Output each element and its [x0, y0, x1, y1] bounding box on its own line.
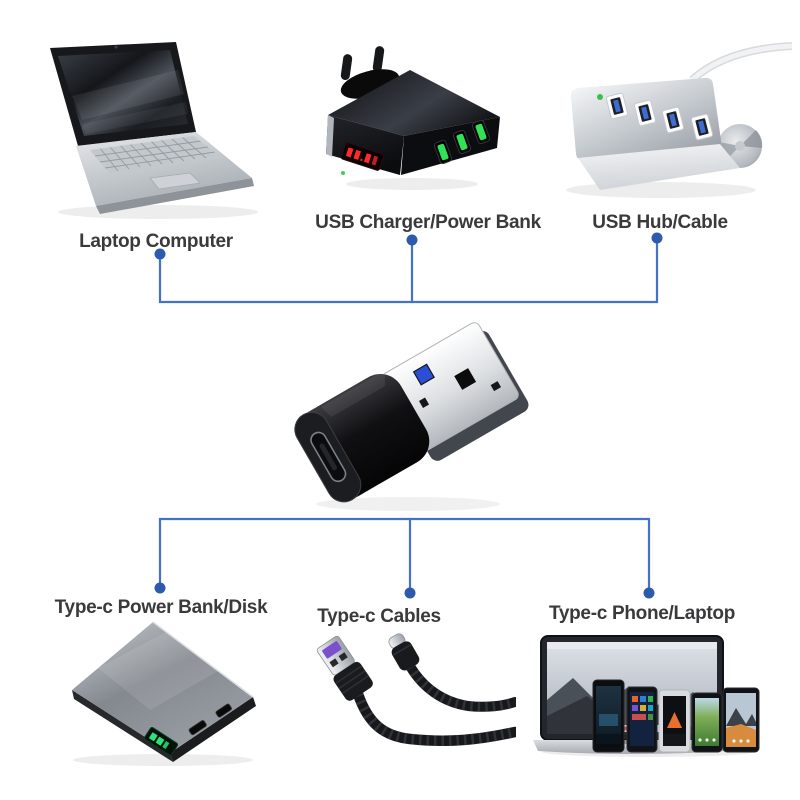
phone-4: [691, 692, 723, 753]
device-usb-charger: [312, 42, 510, 194]
usb-a-purple-tab: [322, 641, 342, 659]
device-type-c-power-bank: [58, 610, 263, 768]
charger-usb-ports: [433, 119, 491, 165]
usb-c-cable: [405, 661, 516, 712]
charger-status-led: [341, 171, 345, 175]
laptop-computer-image: [50, 42, 258, 219]
power-bank-top-face: [72, 622, 253, 753]
label-usb-charger-power-bank: USB Charger/Power Bank: [315, 212, 541, 233]
label-type-c-phone-laptop: Type-c Phone/Laptop: [548, 603, 736, 624]
laptop-screen: [58, 50, 188, 136]
eu-plug-pins: [340, 46, 400, 99]
charger-led-display: [340, 142, 385, 171]
hub-front-face: [578, 144, 740, 190]
usb-charger-image: [326, 46, 500, 190]
usb-c-adapter-image: [294, 322, 529, 511]
usb-a-black-window: [454, 368, 477, 390]
device-laptop-computer: [38, 36, 260, 222]
charger-front-face: [326, 115, 404, 175]
hub-power-led: [597, 94, 603, 100]
label-laptop-computer: Laptop Computer: [79, 231, 233, 252]
phone-3: [658, 689, 691, 753]
label-type-c-cables: Type-c Cables: [317, 606, 441, 627]
laptop-trackpad: [149, 172, 201, 190]
device-type-c-cables: [298, 628, 516, 760]
device-type-c-phone-laptop: [533, 630, 765, 758]
phone-2: [626, 686, 658, 753]
charger-top-face: [328, 70, 500, 136]
laptop-keys: [94, 136, 216, 172]
power-bank-image: [72, 621, 256, 766]
power-bank-display: [144, 727, 179, 756]
usb-a-blue-window: [412, 363, 435, 386]
connector-bracket-bottom: [158, 517, 651, 593]
phones-laptop-image: [533, 635, 760, 757]
label-usb-hub-cable: USB Hub/Cable: [592, 212, 728, 233]
usb-c-connector: [388, 633, 420, 671]
label-type-c-power-bank-disk: Type-c Power Bank/Disk: [54, 597, 268, 618]
type-c-cables-image: [316, 633, 516, 747]
phone-5: [722, 687, 760, 753]
device-usb-c-adapter: [283, 312, 533, 512]
phone-1: [592, 679, 625, 753]
usb-hub-image: [566, 42, 792, 198]
device-usb-hub: [556, 38, 792, 206]
power-bank-front-edge: [170, 697, 256, 762]
connector-bracket-top: [158, 238, 659, 304]
power-bank-left-edge: [72, 690, 173, 762]
power-bank-ports: [188, 703, 232, 736]
usb-a-connector: [316, 635, 373, 701]
usb-a-cable: [352, 688, 516, 747]
hub-usb-ports: [606, 92, 713, 141]
